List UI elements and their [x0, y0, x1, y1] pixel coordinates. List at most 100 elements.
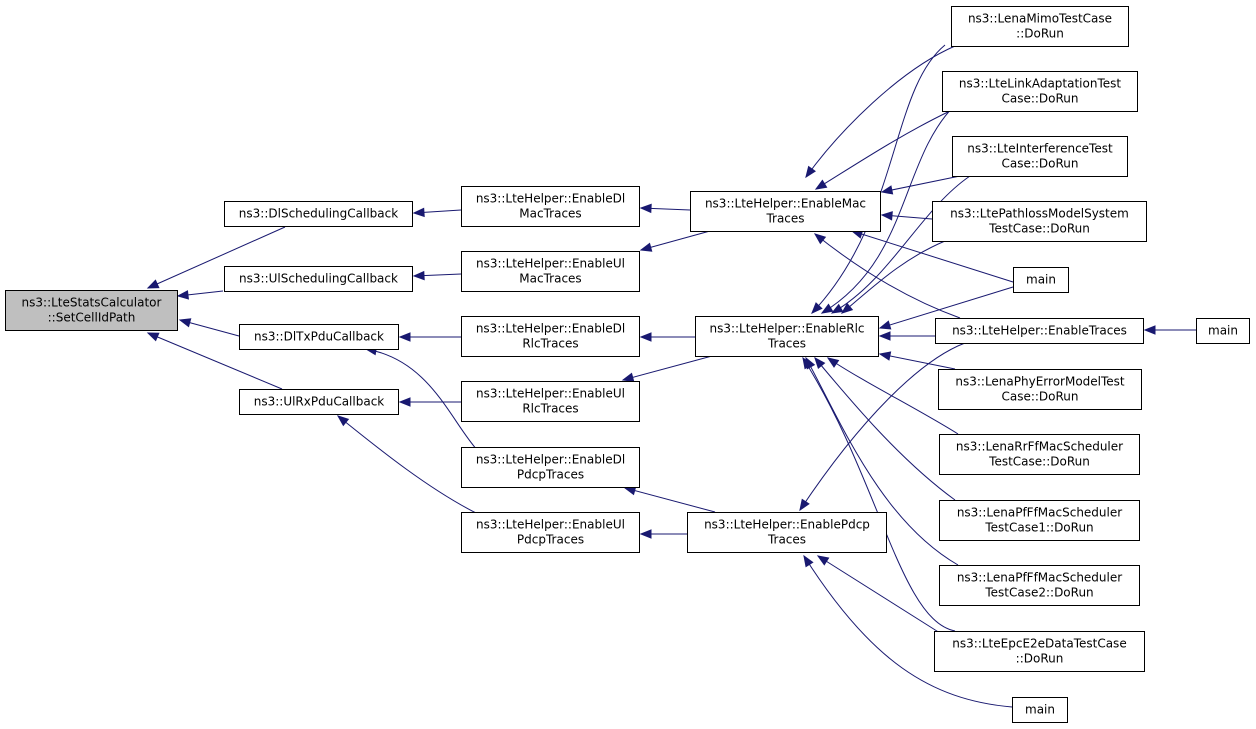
- edge-enpdcp-to-enulpdcp: [639, 529, 687, 539]
- arrowhead: [805, 165, 816, 179]
- node-main3[interactable]: main: [1012, 697, 1068, 723]
- node-label: ns3::LteHelper::EnableUl: [476, 387, 625, 401]
- edge-main1-to-enrlc: [878, 286, 1014, 330]
- edge-main3-to-enpdcp: [803, 554, 1013, 708]
- node-main1[interactable]: main: [1013, 267, 1069, 293]
- node-box: [952, 136, 1128, 177]
- node-box: [461, 316, 640, 357]
- node-label: ns3::LenaPfFfMacScheduler: [957, 571, 1122, 585]
- node-label: ns3::LenaPhyErrorModelTest: [955, 375, 1125, 389]
- arrowhead: [816, 555, 830, 566]
- node-epce2e[interactable]: ns3::LteEpcE2eDataTestCase::DoRun: [934, 631, 1145, 672]
- node-box: [939, 434, 1140, 475]
- edge-line: [814, 357, 956, 501]
- node-label: PdcpTraces: [517, 468, 584, 482]
- arrowhead: [412, 270, 425, 281]
- node-label: MacTraces: [519, 272, 581, 286]
- node-pathloss[interactable]: ns3::LtePathlossModelSystemTestCase::DoR…: [932, 201, 1147, 242]
- node-mimo[interactable]: ns3::LenaMimoTestCase::DoRun: [951, 6, 1129, 47]
- arrowhead: [639, 203, 652, 214]
- node-label: PdcpTraces: [517, 533, 584, 547]
- node-pfff1[interactable]: ns3::LenaPfFfMacSchedulerTestCase1::DoRu…: [939, 500, 1140, 541]
- edge-line: [817, 555, 941, 634]
- arrowhead: [878, 331, 891, 341]
- edge-endlmac-to-dlsched: [412, 207, 462, 218]
- arrowhead: [814, 356, 826, 370]
- edge-line: [640, 230, 711, 251]
- arrowhead: [146, 332, 160, 342]
- edge-enrlc-to-enulrlc: [621, 355, 713, 382]
- edge-enulrlc-to-ulrx: [398, 397, 461, 407]
- arrowhead: [880, 211, 893, 221]
- node-label: ns3::LteInterferenceTest: [967, 142, 1113, 156]
- node-main2[interactable]: main: [1196, 318, 1250, 344]
- node-box: [942, 71, 1138, 112]
- edge-pfff1-to-enrlc: [814, 356, 956, 501]
- edge-line: [879, 353, 956, 370]
- edge-line: [814, 233, 961, 319]
- edge-line: [799, 342, 966, 511]
- node-pfff2[interactable]: ns3::LenaPfFfMacSchedulerTestCase2::DoRu…: [939, 565, 1140, 606]
- node-box: [224, 266, 413, 292]
- node-label: Case::DoRun: [1001, 390, 1078, 404]
- node-ulrx[interactable]: ns3::UlRxPduCallback: [239, 389, 399, 415]
- node-box: [938, 369, 1142, 410]
- edge-line: [841, 240, 946, 314]
- edge-line: [365, 348, 479, 452]
- edge-enrlc-to-endlrlc: [639, 332, 695, 342]
- edge-interf-to-enmac: [880, 175, 961, 195]
- node-dlsched[interactable]: ns3::DlSchedulingCallback: [224, 201, 413, 227]
- arrowhead: [813, 233, 827, 245]
- node-label: TestCase::DoRun: [988, 455, 1090, 469]
- arrowhead: [639, 529, 652, 539]
- edge-line: [821, 104, 956, 314]
- node-entraces[interactable]: ns3::LteHelper::EnableTraces: [935, 318, 1144, 344]
- node-label: ns3::LteHelper::EnableMac: [705, 197, 866, 211]
- edge-entraces-to-enrlc: [878, 331, 935, 341]
- node-label: ns3::LteHelper::EnableDl: [476, 322, 625, 336]
- node-label: ns3::UlSchedulingCallback: [239, 272, 398, 286]
- node-label: main: [1025, 703, 1055, 717]
- node-box: [934, 631, 1145, 672]
- edge-line: [147, 226, 286, 289]
- arrowhead: [878, 351, 892, 361]
- arrowhead: [639, 242, 653, 252]
- node-label: TestCase::DoRun: [988, 222, 1090, 236]
- arrowhead: [820, 303, 834, 314]
- node-label: ns3::LteHelper::EnableDl: [476, 192, 625, 206]
- arrowhead: [880, 185, 894, 195]
- arrowhead: [146, 279, 160, 289]
- node-box: [932, 201, 1147, 242]
- node-label: main: [1026, 273, 1056, 287]
- node-box: [690, 191, 881, 232]
- edge-main2-to-entraces: [1143, 325, 1196, 335]
- node-label: MacTraces: [519, 207, 581, 221]
- node-label: TestCase1::DoRun: [984, 521, 1093, 535]
- edge-line: [881, 175, 961, 193]
- edge-entraces-to-enmac: [813, 233, 961, 319]
- arrowhead: [830, 303, 844, 314]
- node-label: ns3::LteLinkAdaptationTest: [959, 77, 1121, 91]
- node-ulsched[interactable]: ns3::UlSchedulingCallback: [224, 266, 413, 292]
- edge-rrff-to-enrlc: [826, 357, 959, 435]
- node-root[interactable]: ns3::LteStatsCalculator::SetCellIdPath: [5, 290, 178, 331]
- node-label: ns3::LteHelper::EnableUl: [476, 518, 625, 532]
- node-label: ns3::LteHelper::EnableUl: [476, 257, 625, 271]
- edge-line: [831, 175, 971, 314]
- node-dltx[interactable]: ns3::DlTxPduCallback: [239, 324, 399, 350]
- node-label: Case::DoRun: [1001, 157, 1078, 171]
- node-label: RlcTraces: [522, 402, 578, 416]
